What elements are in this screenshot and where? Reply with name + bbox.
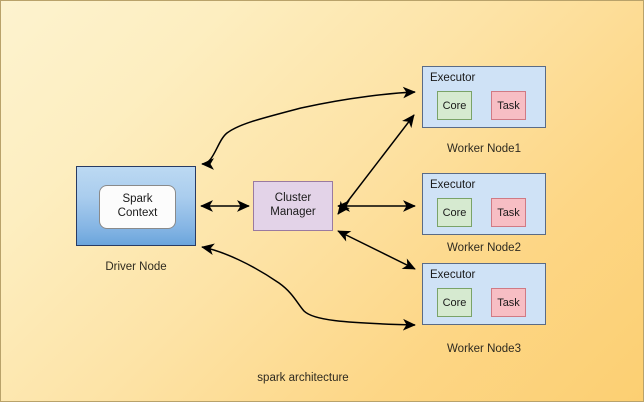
worker-node1-label: Worker Node1	[447, 143, 521, 155]
worker-node2-label: Worker Node2	[447, 242, 521, 254]
core-box-worker2: Core	[437, 198, 472, 227]
spark-context-box: Spark Context	[99, 185, 176, 229]
executor-box-worker3: Executor Core Task	[422, 263, 546, 325]
executor-box-worker2: Executor Core Task	[422, 173, 546, 235]
connector-driver-to-worker3	[201, 243, 416, 331]
core-box-worker3: Core	[437, 288, 472, 317]
cluster-manager-line1: Cluster	[274, 192, 312, 205]
connector-cluster-manager-to-worker3	[337, 230, 416, 270]
worker-node3-label: Worker Node3	[447, 343, 521, 355]
core-box-worker1: Core	[437, 91, 472, 120]
diagram-caption: spark architecture	[257, 372, 349, 384]
spark-context-line1: Spark	[122, 193, 153, 206]
connector-driver-to-worker1	[201, 86, 416, 170]
task-box-worker2: Task	[491, 198, 526, 227]
executor-title-worker2: Executor	[430, 179, 476, 191]
cluster-manager-box: Cluster Manager	[253, 181, 333, 231]
task-box-worker3: Task	[491, 288, 526, 317]
task-box-worker1: Task	[491, 91, 526, 120]
spark-context-line2: Context	[117, 207, 158, 219]
executor-title-worker3: Executor	[430, 269, 476, 281]
connector-cluster-manager-to-worker1	[337, 114, 415, 215]
executor-box-worker1: Executor Core Task	[422, 66, 546, 128]
cluster-manager-line2: Manager	[270, 206, 316, 218]
driver-node-label: Driver Node	[105, 261, 167, 273]
driver-node-box: Spark Context	[76, 166, 196, 246]
executor-title-worker1: Executor	[430, 72, 476, 84]
